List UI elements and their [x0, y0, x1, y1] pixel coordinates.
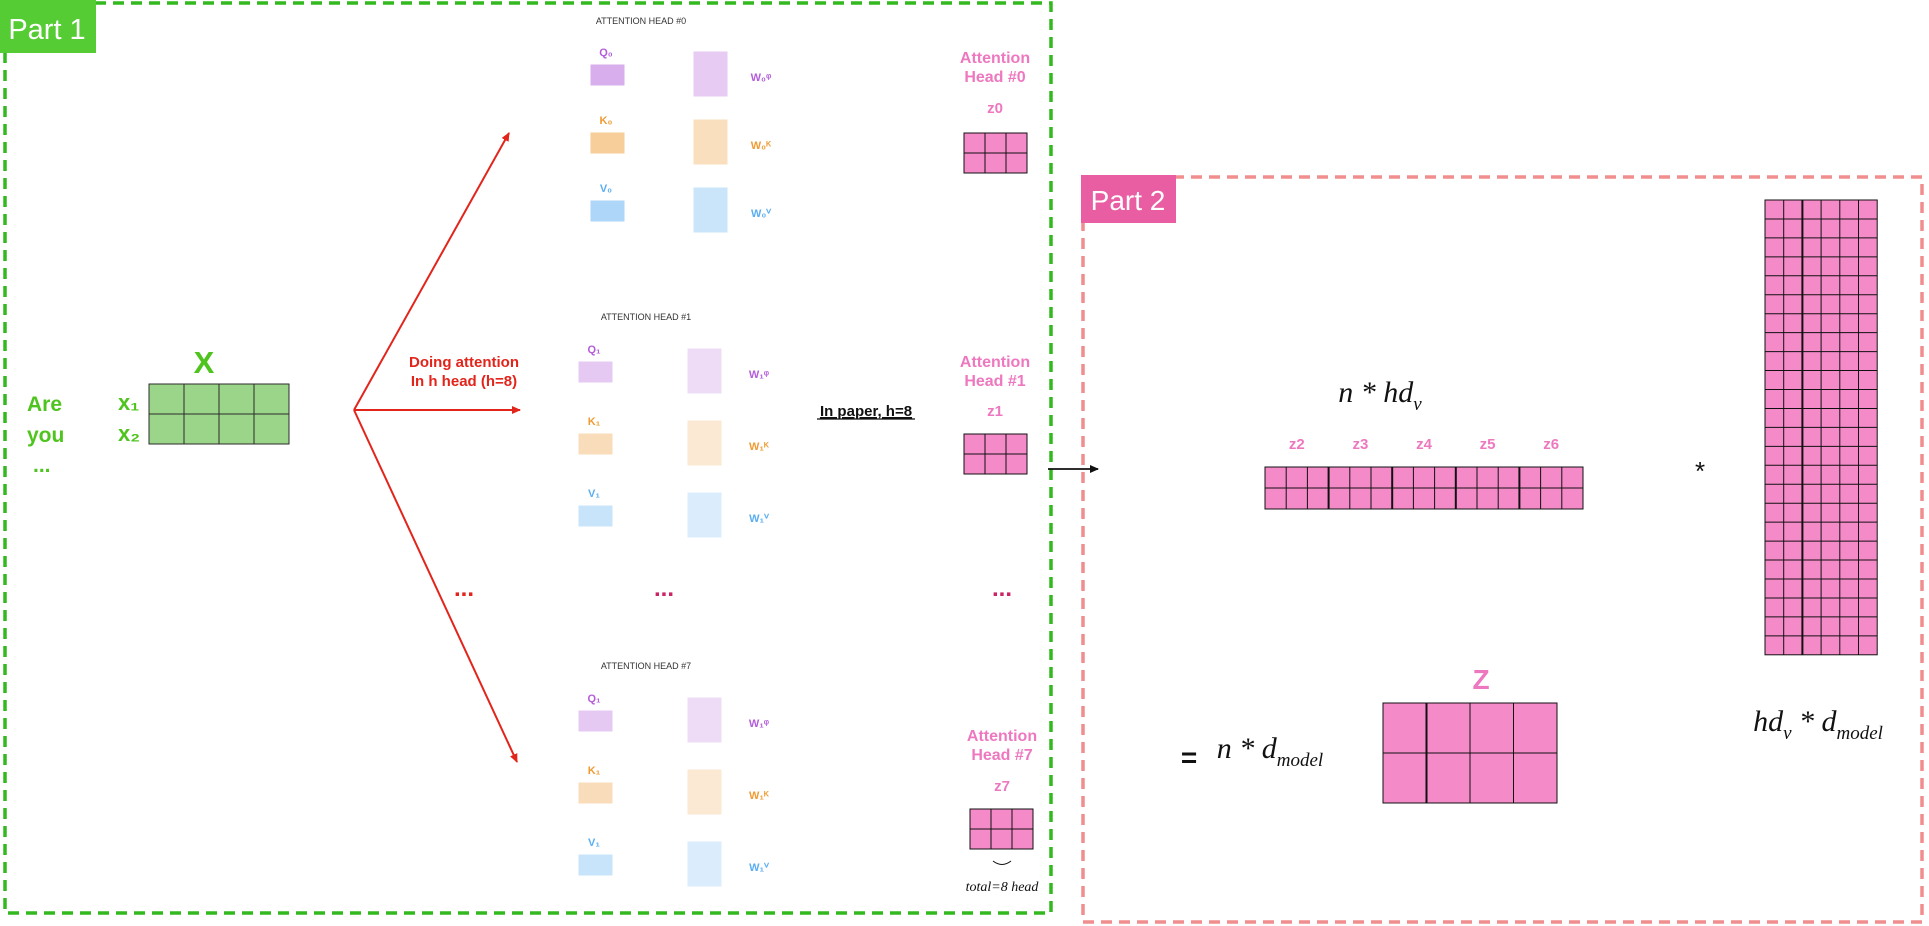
concat-matrix: z2 z3 z4 z5 z6 [1264, 436, 1584, 510]
wv-label: W₁ⱽ [749, 513, 770, 525]
attention-head-title: ATTENTION HEAD #7 [601, 661, 691, 671]
q-matrix [590, 64, 625, 86]
head-output-z-label: z1 [987, 403, 1003, 420]
total-brace [992, 860, 1012, 865]
attention-head-title: ATTENTION HEAD #1 [601, 312, 691, 322]
k-label: K₀ [600, 115, 613, 127]
ellipsis-heads: ... [654, 575, 674, 602]
word-are: Are [27, 393, 62, 416]
multiply-sign: * [1695, 456, 1705, 486]
head-output-title-line1: Attention [960, 50, 1030, 67]
matrix-x-label: X [194, 345, 215, 380]
head-output-z-label: z0 [987, 100, 1003, 117]
wv-label: W₀ⱽ [751, 208, 772, 220]
part1-frame [3, 1, 1053, 915]
wq-label: W₁ᵠ [749, 718, 770, 730]
part1-tag [0, 0, 96, 53]
concat-block-label: z2 [1289, 436, 1305, 453]
part2-tag [1081, 175, 1176, 223]
input-matrix-cells [148, 383, 290, 445]
v-label: V₁ [588, 488, 600, 500]
concat-matrix-cells [1264, 466, 1584, 510]
wq-label: W₁ᵠ [749, 369, 770, 381]
wv-matrix [693, 187, 728, 233]
head-output-title-line1: Attention [967, 728, 1037, 745]
wk-matrix [693, 119, 728, 165]
v-matrix [578, 854, 613, 876]
result-matrix-z [1382, 702, 1558, 804]
wk-matrix [687, 420, 722, 466]
fanout-arrows [353, 132, 521, 763]
fanout-label-line2: In h head (h=8) [411, 373, 517, 390]
wv-matrix [687, 841, 722, 887]
v-label: V₀ [600, 183, 612, 195]
k-label: K₁ [588, 765, 601, 777]
part2-label: Part 2 [1091, 185, 1166, 216]
wk-label: W₀ᴷ [751, 140, 772, 152]
word-ellipsis: ... [33, 454, 51, 477]
input-matrix-x [148, 383, 290, 445]
v-matrix [578, 505, 613, 527]
word-you: you [27, 424, 64, 447]
head-output-matrix [963, 132, 1028, 174]
v-matrix [590, 200, 625, 222]
wq-matrix [687, 348, 722, 394]
vector-x1-label: x₁ [118, 390, 139, 415]
head-output-title-line2: Head #7 [971, 747, 1032, 764]
k-matrix [590, 132, 625, 154]
concat-block-label: z3 [1352, 436, 1368, 453]
part1-label: Part 1 [8, 14, 85, 46]
total-note: total=8 head [966, 880, 1040, 895]
attention-heads: ATTENTION HEAD #0Q₀W₀ᵠK₀W₀ᴷV₀W₀ⱽATTENTIO… [578, 16, 772, 887]
wv-matrix [687, 492, 722, 538]
attention-head-title: ATTENTION HEAD #0 [596, 16, 686, 26]
head-output-title-line2: Head #1 [964, 373, 1025, 390]
wq-matrix [693, 51, 728, 97]
head-output-matrix [963, 433, 1028, 475]
output-weight-matrix-cells [1764, 199, 1878, 656]
wq-matrix [687, 697, 722, 743]
ellipsis-outputs: ... [992, 575, 1012, 602]
concat-block-label: z5 [1480, 436, 1496, 453]
q-matrix [578, 361, 613, 383]
concat-block-label: z4 [1416, 436, 1433, 453]
head-output-title-line2: Head #0 [964, 69, 1025, 86]
concat-block-label: z6 [1543, 436, 1559, 453]
q-label: Q₁ [587, 693, 601, 705]
wk-matrix [687, 769, 722, 815]
q-label: Q₀ [599, 47, 613, 59]
v-label: V₁ [588, 837, 600, 849]
result-dims: n * dmodel [1217, 732, 1323, 771]
fanout-label-line1: Doing attention [409, 354, 519, 371]
head-output-matrix [969, 808, 1034, 850]
head-output-title-line1: Attention [960, 354, 1030, 371]
wk-label: W₁ᴷ [749, 441, 770, 453]
paper-note: In paper, h=8 [820, 403, 912, 420]
q-label: Q₁ [587, 344, 601, 356]
vector-x2-label: x₂ [118, 421, 140, 446]
wk-label: W₁ᴷ [749, 790, 770, 802]
k-matrix [578, 782, 613, 804]
wq-label: W₀ᵠ [751, 72, 772, 84]
equals-sign: = [1181, 742, 1197, 773]
part2-frame [1081, 175, 1924, 924]
output-weight-matrix [1764, 199, 1878, 656]
result-matrix-cells [1382, 702, 1558, 804]
k-label: K₁ [588, 416, 601, 428]
q-matrix [578, 710, 613, 732]
head-output-z-label: z7 [994, 778, 1010, 795]
result-z-label: Z [1472, 664, 1489, 695]
concat-dims: n * hdv [1338, 376, 1422, 415]
ellipsis-arrows: ... [454, 575, 474, 602]
weight-dims: hdv * dmodel [1753, 705, 1883, 744]
wv-label: W₁ⱽ [749, 862, 770, 874]
k-matrix [578, 433, 613, 455]
